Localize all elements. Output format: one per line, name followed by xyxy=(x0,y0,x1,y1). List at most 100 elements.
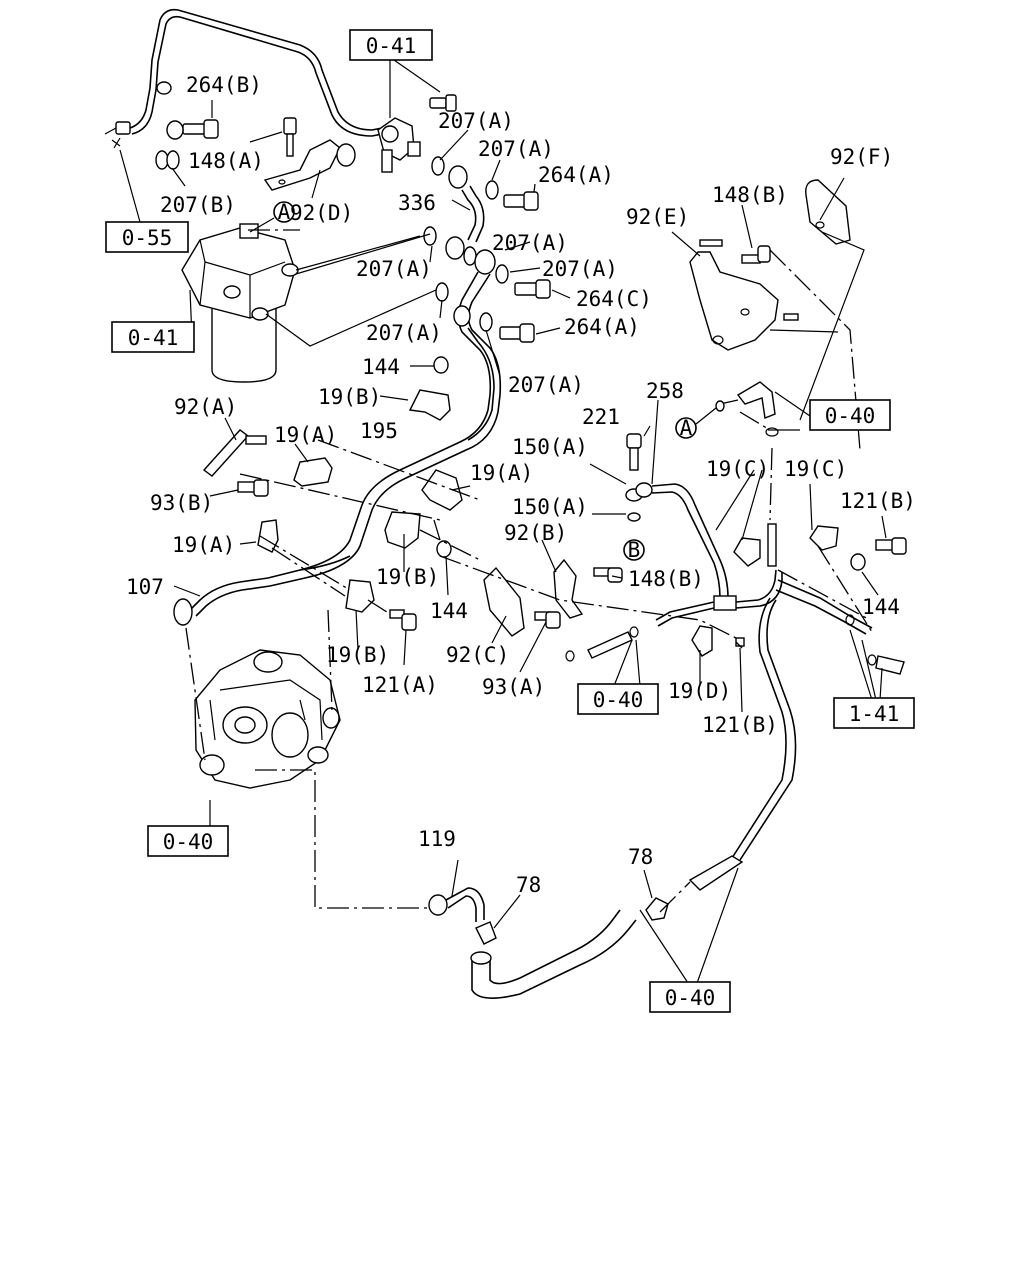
washer-207a-5 xyxy=(495,264,509,284)
bracket-92d xyxy=(263,139,356,191)
label-19a-2: 19(A) xyxy=(470,461,533,485)
marker-a-right: A xyxy=(675,407,717,440)
boxed-ref-041-top: 0-41 xyxy=(349,29,433,61)
label-107: 107 xyxy=(126,575,164,599)
label-207b: 207(B) xyxy=(160,193,236,217)
label-93b: 93(B) xyxy=(150,491,213,515)
clamp-19b-3 xyxy=(345,579,417,631)
boxed-ref-040-right-text: 0-40 xyxy=(825,404,876,428)
label-92d: 92(D) xyxy=(290,201,353,225)
part-labels: 264(B) 148(A) 207(B) 92(D) 207(A) 207(A)… xyxy=(126,73,916,897)
return-pipe-top xyxy=(104,8,383,147)
label-92f: 92(F) xyxy=(830,145,893,169)
label-148b-1: 148(B) xyxy=(712,183,788,207)
clip-78-right xyxy=(645,897,669,921)
label-150a-1: 150(A) xyxy=(512,435,588,459)
bracket-92f xyxy=(805,179,851,245)
marker-b: B xyxy=(623,538,645,562)
label-207a-3: 207(A) xyxy=(492,231,568,255)
hose-pieces-right xyxy=(845,614,905,675)
fuel-pipe-107 xyxy=(173,555,351,626)
eyebolt-264a-2 xyxy=(499,323,535,343)
label-148b-2: 148(B) xyxy=(628,567,704,591)
marker-a-filter: A xyxy=(249,200,295,233)
label-19a-3: 19(A) xyxy=(172,533,235,557)
boxed-ref-040-left-text: 0-40 xyxy=(163,830,214,854)
label-93a: 93(A) xyxy=(482,675,545,699)
dashed-lines xyxy=(185,229,873,913)
overflow-valve-top xyxy=(377,94,457,173)
washer-207a-1 xyxy=(431,156,445,176)
clamp-19b-top xyxy=(408,389,451,421)
label-207a-4: 207(A) xyxy=(356,257,432,281)
eyebolt-264b xyxy=(166,119,219,140)
label-19a-1: 19(A) xyxy=(274,423,337,447)
bolt-148a xyxy=(283,117,297,157)
hose-119 xyxy=(428,887,485,922)
label-264a-1: 264(A) xyxy=(538,163,614,187)
label-19b-3: 19(B) xyxy=(326,643,389,667)
marker-a-text-1: A xyxy=(278,200,291,224)
pipe-258 xyxy=(635,482,783,627)
clamp-19a-1 xyxy=(293,457,333,487)
washer-207a-7 xyxy=(479,312,493,332)
label-19d: 19(D) xyxy=(668,679,731,703)
label-221: 221 xyxy=(582,405,620,429)
boxed-ref-141: 1-41 xyxy=(833,697,915,729)
boxed-ref-141-text: 1-41 xyxy=(849,702,900,726)
label-121a: 121(A) xyxy=(362,673,438,697)
washer-207a-2 xyxy=(485,180,499,200)
washer-207a-4 xyxy=(463,246,477,266)
label-119: 119 xyxy=(418,827,456,851)
label-264b: 264(B) xyxy=(186,73,262,97)
label-121b-2: 121(B) xyxy=(702,713,778,737)
nut-144-top xyxy=(433,356,449,374)
bolt-221 xyxy=(625,433,643,522)
injection-pump xyxy=(194,649,341,789)
label-92b: 92(B) xyxy=(504,521,567,545)
clamp-19a-2 xyxy=(421,469,463,511)
clamp-19c-2 xyxy=(809,525,839,551)
boxed-ref-040-bottom-text: 0-40 xyxy=(665,986,716,1010)
label-207a-5: 207(A) xyxy=(542,257,618,281)
boxed-ref-041-left-text: 0-41 xyxy=(128,326,179,350)
clip-78-left xyxy=(475,921,497,945)
label-78-1: 78 xyxy=(516,873,541,897)
fuel-filter-assembly xyxy=(181,223,437,383)
label-19c-2: 19(C) xyxy=(784,457,847,481)
label-121b-1: 121(B) xyxy=(840,489,916,513)
washer-207a-6 xyxy=(435,282,449,302)
label-207a-1: 207(A) xyxy=(438,109,514,133)
bolt-93b xyxy=(237,479,269,497)
pipe-336 xyxy=(445,165,485,260)
label-264c: 264(C) xyxy=(576,287,652,311)
hose-pieces-mid xyxy=(565,626,639,662)
clamp-19b-2 xyxy=(384,511,452,558)
label-207a-7: 207(A) xyxy=(508,373,584,397)
label-150a-2: 150(A) xyxy=(512,495,588,519)
clamp-19c-1 xyxy=(733,537,761,567)
boxed-ref-055-text: 0-55 xyxy=(122,226,173,250)
bracket-92a xyxy=(202,429,267,477)
eyebolt-264a-1 xyxy=(503,191,539,211)
label-92e: 92(E) xyxy=(626,205,689,229)
label-144-3: 144 xyxy=(862,595,900,619)
nut-144-right xyxy=(850,553,866,571)
boxed-ref-055: 0-55 xyxy=(105,221,189,253)
label-78-2: 78 xyxy=(628,845,653,869)
marker-b-text: B xyxy=(628,538,641,562)
label-195: 195 xyxy=(360,419,398,443)
fuel-pipe-right xyxy=(688,579,873,891)
label-336: 336 xyxy=(398,191,436,215)
label-19b-2: 19(B) xyxy=(376,565,439,589)
boxed-ref-040-mid: 0-40 xyxy=(577,683,659,715)
label-264a-2: 264(A) xyxy=(564,315,640,339)
label-144-1: 144 xyxy=(362,355,400,379)
eyebolt-264c xyxy=(514,279,551,299)
label-19b-1: 19(B) xyxy=(318,385,381,409)
label-144-2: 144 xyxy=(430,599,468,623)
washers-207b xyxy=(155,150,180,170)
bracket-92e xyxy=(689,239,799,351)
leader-lines xyxy=(113,59,887,987)
